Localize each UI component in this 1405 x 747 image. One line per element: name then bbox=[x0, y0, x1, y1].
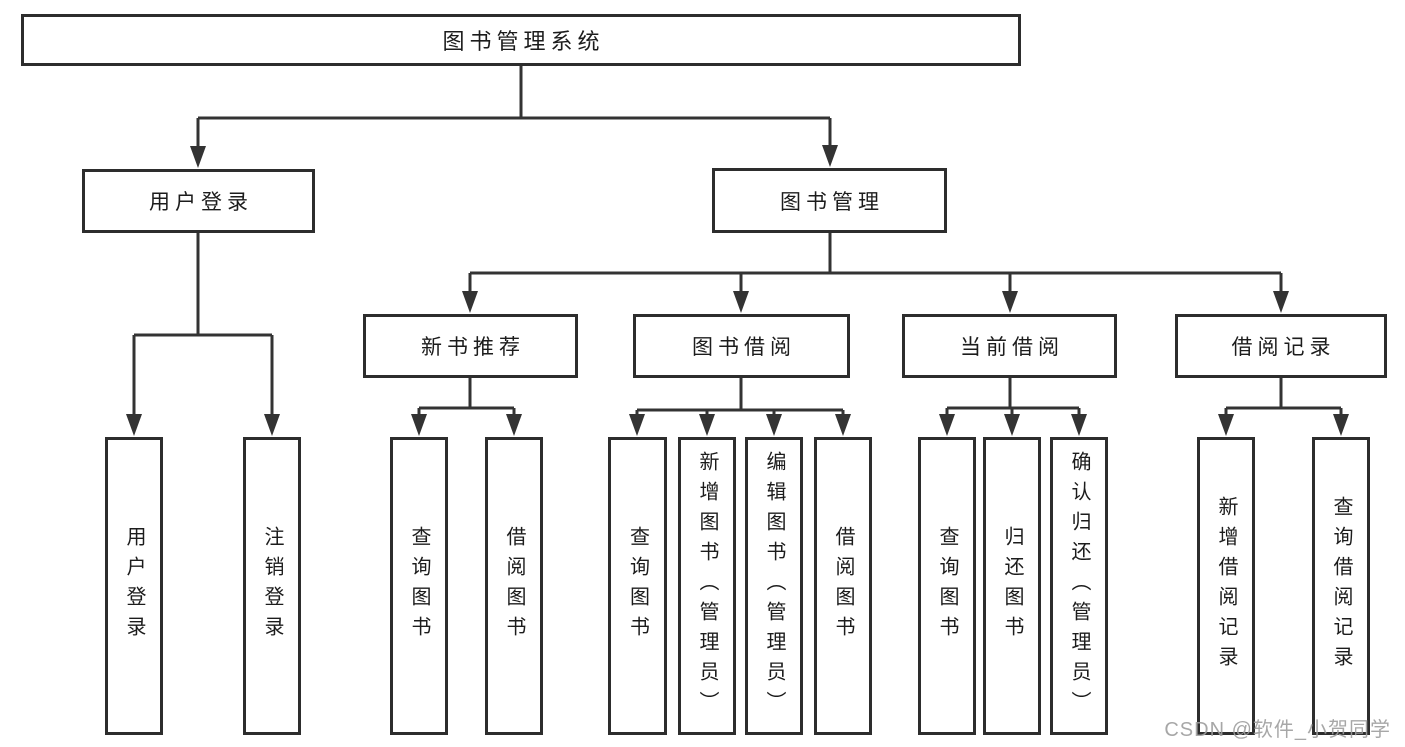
node-current-borrowing: 当前借阅 bbox=[902, 314, 1117, 378]
leaf-borrow-books: 借阅图书 bbox=[814, 437, 872, 735]
node-borrowing-records: 借阅记录 bbox=[1175, 314, 1387, 378]
leaf-query-books-recommend: 查询图书 bbox=[390, 437, 448, 735]
leaf-confirm-return-admin: 确认归还（管理员） bbox=[1050, 437, 1108, 735]
leaf-query-books-current: 查询图书 bbox=[918, 437, 976, 735]
leaf-query-borrow-record: 查询借阅记录 bbox=[1312, 437, 1370, 735]
leaf-borrow-books-recommend: 借阅图书 bbox=[485, 437, 543, 735]
leaf-logout-login: 注销登录 bbox=[243, 437, 301, 735]
leaf-user-login: 用户登录 bbox=[105, 437, 163, 735]
leaf-add-borrow-record: 新增借阅记录 bbox=[1197, 437, 1255, 735]
node-book-borrowing: 图书借阅 bbox=[633, 314, 850, 378]
leaf-query-books-borrowing: 查询图书 bbox=[608, 437, 667, 735]
leaf-add-books-admin: 新增图书（管理员） bbox=[678, 437, 736, 735]
watermark-text: CSDN @软件_小贺同学 bbox=[1164, 719, 1391, 741]
leaf-return-books: 归还图书 bbox=[983, 437, 1041, 735]
node-new-book-recommendation: 新书推荐 bbox=[363, 314, 578, 378]
leaf-edit-books-admin: 编辑图书（管理员） bbox=[745, 437, 803, 735]
node-user-login: 用户登录 bbox=[82, 169, 315, 233]
node-book-management: 图书管理 bbox=[712, 168, 947, 233]
node-library-management-system: 图书管理系统 bbox=[21, 14, 1021, 66]
